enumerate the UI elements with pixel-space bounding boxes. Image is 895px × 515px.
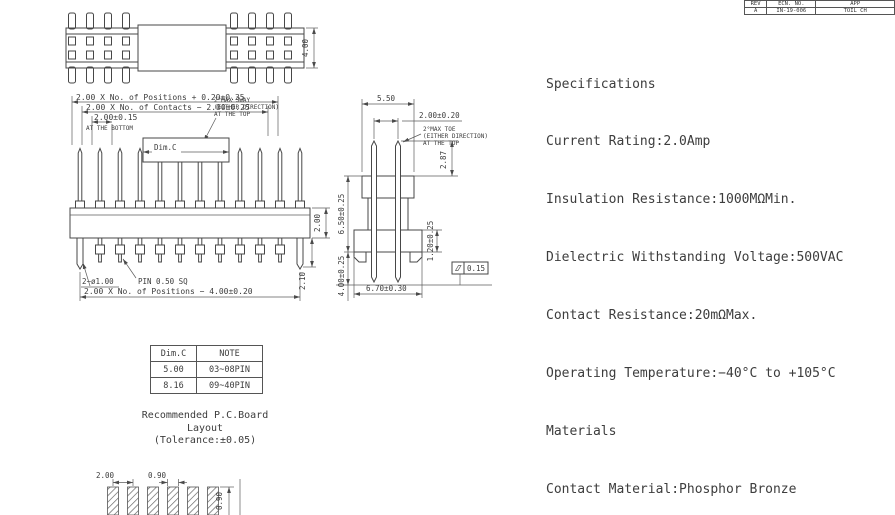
revision-table-data-row: A IN-19-006 TOIL CH (743, 7, 895, 15)
flatness-tolerance-box (451, 261, 489, 275)
spec-line: Dielectric Withstanding Voltage:500VAC (546, 250, 844, 266)
side-dim-pin-exposed: 2.87 (439, 151, 448, 169)
side-view-base-block (353, 229, 423, 253)
front-view-drawing: 2.00 X No. of Positions + 0.20±0.35 2.00… (69, 93, 330, 301)
front-sway-note-2: (EITHER DIRECTION) (214, 104, 279, 111)
front-view-cap (142, 137, 230, 163)
dim-table-row: 5.00 03~08PIN (150, 361, 263, 378)
spec-line: Contact Resistance:20mΩMax. (546, 308, 758, 324)
side-dim-base-width: 6.70±0.30 (366, 284, 407, 293)
dim-c-table: Dim.C NOTE 5.00 03~08PIN 8.16 09~40PIN (150, 345, 263, 394)
front-dim-positions-bottom: 2.00 X No. of Positions − 4.00±0.20 (84, 287, 253, 296)
top-view-pickup-cap (137, 24, 227, 72)
side-view-pin (371, 139, 377, 284)
note-header-cell: NOTE (196, 345, 263, 362)
pcb-layout-drawing: 2.00 0.90 0.90 (96, 471, 241, 515)
side-dim-base-height: 1.20±0.25 (426, 221, 435, 262)
note-value-cell: 09~40PIN (196, 377, 263, 394)
side-dim-top-width: 5.50 (377, 94, 396, 103)
specifications-block: Specifications Current Rating:2.0Amp Ins… (546, 36, 867, 515)
side-view-pin (395, 139, 401, 284)
side-dim-housing-height: 6.50±0.25 (337, 194, 346, 235)
spec-line: Contact Material:Phosphor Bronze (546, 481, 797, 497)
front-dim-pitch-note: AT THE BOTTOM (86, 125, 133, 132)
pcb-dim-pitch: 2.00 (96, 471, 115, 480)
front-dim-body-height: 2.00 (313, 213, 322, 232)
front-sway-note-3: AT THE TOP (214, 111, 251, 118)
front-dim-contacts: 2.00 X No. of Contacts − 2.00±0.25 (86, 103, 250, 112)
front-holes-callout: 2−ø1.00 (82, 277, 114, 286)
spec-line: Current Rating:2.0Amp (546, 134, 711, 150)
spec-line: Specifications (546, 76, 656, 92)
pcb-dim-pad-width: 0.90 (148, 471, 167, 480)
pcb-title-line-2: Layout (186, 422, 224, 434)
dim-table-header-row: Dim.C NOTE (150, 345, 263, 362)
front-sway-note-1: 2°MAX SWAY (214, 97, 251, 104)
dim-c-header-cell: Dim.C (150, 345, 197, 362)
front-dim-positions-top: 2.00 X No. of Positions + 0.20±0.35 (76, 93, 245, 102)
flatness-symbol-icon (454, 265, 462, 271)
front-dim-tail-length: 2.10 (298, 271, 307, 290)
side-toe-note-1: 2°MAX TOE (423, 126, 456, 133)
revision-table: REV ECN. NO. APP A IN-19-006 TOIL CH (743, 0, 895, 15)
rev-value-cell: A (743, 7, 768, 15)
front-dim-pitch: 2.00±0.15 (94, 113, 138, 122)
dim-c-value-cell: 5.00 (150, 361, 197, 378)
app-header-cell: APP (815, 0, 895, 8)
front-pin-sq-callout: PIN 0.50 SQ (138, 277, 188, 286)
app-value-cell: TOIL CH (815, 7, 895, 15)
pcb-layout-title: Recommended P.C.Board Layout (Tolerance:… (129, 410, 281, 448)
rev-header-cell: REV (743, 0, 768, 8)
dim-c-value-cell: 8.16 (150, 377, 197, 394)
spec-line: Insulation Resistance:1000MΩMin. (546, 192, 797, 208)
side-dim-leg-length: 4.00±0.25 (337, 256, 346, 297)
ecn-value-cell: IN-19-006 (766, 7, 817, 15)
spec-line: Operating Temperature:−40°C to +105°C (546, 366, 836, 382)
flatness-value: 0.15 (467, 264, 485, 273)
connector-drawing: 4.00 2.00 X No. of Positions + 0.20±0.35… (65, 12, 492, 515)
note-value-cell: 03~08PIN (196, 361, 263, 378)
side-toe-note-3: AT THE TOP (423, 140, 460, 147)
side-view-top-block (361, 175, 415, 199)
pcb-title-line-3: (Tolerance:±0.05) (153, 435, 257, 446)
dim-table-row: 8.16 09~40PIN (150, 377, 263, 394)
side-toe-note-2: (EITHER DIRECTION) (423, 133, 488, 140)
spec-line: Materials (546, 423, 617, 439)
pcb-dim-pad-height: 0.90 (215, 491, 224, 510)
pcb-title-line-1: Recommended P.C.Board (141, 410, 269, 421)
side-view-drawing: 5.50 2.00±0.20 2°MAX TOE (EITHER DIRECTI… (336, 94, 492, 301)
side-dim-pin-pitch: 2.00±0.20 (419, 111, 460, 120)
front-view-body (69, 207, 311, 239)
front-dim-c-label: Dim.C (154, 143, 177, 152)
top-view-height-dim: 4.00 (301, 38, 310, 57)
top-view-drawing: 4.00 (65, 12, 318, 84)
ecn-header-cell: ECN. NO. (766, 0, 817, 8)
revision-table-header-row: REV ECN. NO. APP (743, 0, 895, 8)
